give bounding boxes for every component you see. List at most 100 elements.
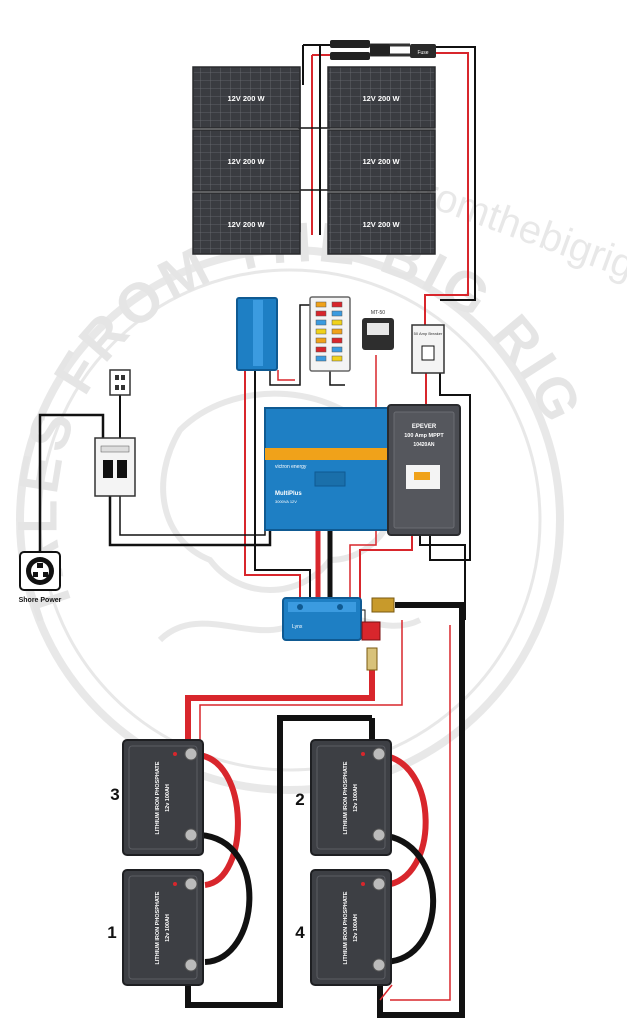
main-positive-cable bbox=[185, 650, 375, 745]
battery-positive-terminal-icon bbox=[184, 877, 198, 891]
mppt-display-screen bbox=[414, 472, 430, 480]
dc-charger-fins bbox=[253, 300, 263, 366]
solar-panel-label: 12V 200 W bbox=[362, 220, 400, 229]
solar-panel-body bbox=[192, 129, 301, 192]
blade-fuse-icon bbox=[315, 319, 327, 326]
solar-panel-label: 12V 200 W bbox=[227, 157, 265, 166]
battery-negative-terminal-icon bbox=[184, 958, 198, 972]
solar-panel-label: 12V 200 W bbox=[227, 220, 265, 229]
remote-meter-screen bbox=[367, 323, 389, 335]
fuse-block bbox=[309, 296, 351, 372]
battery: LITHIUM IRON PHOSPHATE 12v 100AH 2 bbox=[295, 739, 392, 856]
inverter-stripe bbox=[265, 448, 395, 460]
battery-body bbox=[310, 739, 392, 856]
solar-panel-body bbox=[192, 192, 301, 255]
charge-controller: EPEVER 100 Amp MPPT 10420AN bbox=[387, 404, 461, 536]
main-fuse bbox=[361, 597, 395, 671]
battery-positive-terminal-icon bbox=[372, 877, 386, 891]
solar-panel: 12V 200 W bbox=[192, 192, 301, 255]
battery-body bbox=[310, 869, 392, 986]
battery-rating: 12v 100AH bbox=[353, 914, 359, 942]
dc-dc-charger bbox=[236, 297, 278, 371]
solar-panel-body bbox=[327, 192, 436, 255]
shore-power-label: Shore Power bbox=[19, 597, 62, 604]
battery-negative-terminal-icon bbox=[184, 828, 198, 842]
battery-negative-terminal-icon bbox=[372, 958, 386, 972]
mppt-line1: EPEVER bbox=[412, 424, 437, 430]
solar-panel: 12V 200 W bbox=[192, 66, 301, 129]
solar-array: 12V 200 W 12V 200 W 12V 200 W 12V 200 W 12V … bbox=[192, 66, 436, 255]
blade-fuse-icon bbox=[331, 346, 343, 353]
battery: LITHIUM IRON PHOSPHATE 12v 100AH 1 bbox=[107, 869, 204, 986]
inverter-charger: victron energy MultiPlus 3000VA 12V bbox=[264, 407, 396, 531]
blade-fuse-icon bbox=[315, 310, 327, 317]
solar-panel-body bbox=[327, 66, 436, 129]
solar-panel: 12V 200 W bbox=[327, 129, 436, 192]
battery-number: 1 bbox=[107, 923, 116, 942]
remote-meter-label: MT-50 bbox=[371, 310, 385, 316]
blade-fuse-icon bbox=[315, 328, 327, 335]
inverter-indicator-panel bbox=[314, 471, 346, 487]
inverter-model: 3000VA 12V bbox=[275, 499, 297, 504]
mppt-line2: 100 Amp MPPT bbox=[404, 433, 444, 439]
blade-fuse-icon bbox=[331, 328, 343, 335]
battery-type: LITHIUM IRON PHOSPHATE bbox=[155, 891, 161, 964]
blade-fuse-icon bbox=[331, 310, 343, 317]
solar-panel: 12V 200 W bbox=[192, 129, 301, 192]
ac-outlet bbox=[109, 369, 131, 396]
ac-breaker-icon bbox=[103, 460, 113, 478]
solar-breaker-label: 50 Amp Breaker bbox=[414, 331, 443, 336]
battery-positive-terminal-icon bbox=[184, 747, 198, 761]
remote-meter: MT-50 bbox=[362, 310, 394, 350]
battery-wiring bbox=[185, 602, 465, 1018]
blade-fuse-icon bbox=[315, 337, 327, 344]
solar-panel-label: 12V 200 W bbox=[227, 94, 265, 103]
battery-negative-terminal-icon bbox=[372, 828, 386, 842]
inline-fuse-icon bbox=[366, 647, 378, 671]
battery-body bbox=[122, 739, 204, 856]
blade-fuse-icon bbox=[331, 337, 343, 344]
solar-panel: 12V 200 W bbox=[327, 66, 436, 129]
blade-fuse-icon bbox=[315, 355, 327, 362]
busbar-top bbox=[288, 602, 356, 612]
outlet-icon bbox=[109, 369, 131, 396]
combiner-fuse: Fuse bbox=[410, 44, 436, 58]
battery-type: LITHIUM IRON PHOSPHATE bbox=[343, 761, 349, 834]
lynx-busbar: Lynx bbox=[282, 597, 362, 641]
blade-fuse-icon bbox=[331, 319, 343, 326]
solar-breaker: 50 Amp Breaker bbox=[411, 324, 445, 374]
solar-panel-body bbox=[192, 66, 301, 129]
ac-breaker-panel bbox=[94, 437, 136, 497]
battery-rating: 12v 100AH bbox=[353, 784, 359, 812]
blade-fuse-icon bbox=[315, 301, 327, 308]
watermark-pig-icon bbox=[160, 390, 400, 593]
disconnect-switch-icon bbox=[361, 621, 381, 641]
fuse-label: Fuse bbox=[417, 50, 428, 56]
mc4-connectors bbox=[330, 40, 390, 60]
inverter-brand: victron energy bbox=[275, 464, 307, 470]
mppt-line3: 10420AN bbox=[413, 442, 435, 448]
battery-rating: 12v 100AH bbox=[165, 784, 171, 812]
battery: LITHIUM IRON PHOSPHATE 12v 100AH 3 bbox=[110, 739, 204, 856]
fuse-icon bbox=[410, 44, 436, 58]
battery-positive-terminal-icon bbox=[372, 747, 386, 761]
solar-panel-body bbox=[327, 129, 436, 192]
blade-fuse-icon bbox=[315, 346, 327, 353]
shore-power-inlet: Shore Power bbox=[19, 551, 62, 604]
blade-fuse-icon bbox=[331, 301, 343, 308]
battery-type: LITHIUM IRON PHOSPHATE bbox=[155, 761, 161, 834]
main-fuse-icon bbox=[371, 597, 395, 613]
main-negative-cable bbox=[377, 602, 465, 1018]
ac-breaker-icon bbox=[117, 460, 127, 478]
battery-body bbox=[122, 869, 204, 986]
battery-rating: 12v 100AH bbox=[165, 914, 171, 942]
inverter-body bbox=[264, 407, 396, 531]
battery-type: LITHIUM IRON PHOSPHATE bbox=[343, 891, 349, 964]
battery-number: 2 bbox=[295, 790, 304, 809]
battery-number: 3 bbox=[110, 785, 119, 804]
blade-fuse-icon bbox=[331, 355, 343, 362]
fuse-block-fuses bbox=[315, 301, 343, 362]
solar-panel-label: 12V 200 W bbox=[362, 94, 400, 103]
